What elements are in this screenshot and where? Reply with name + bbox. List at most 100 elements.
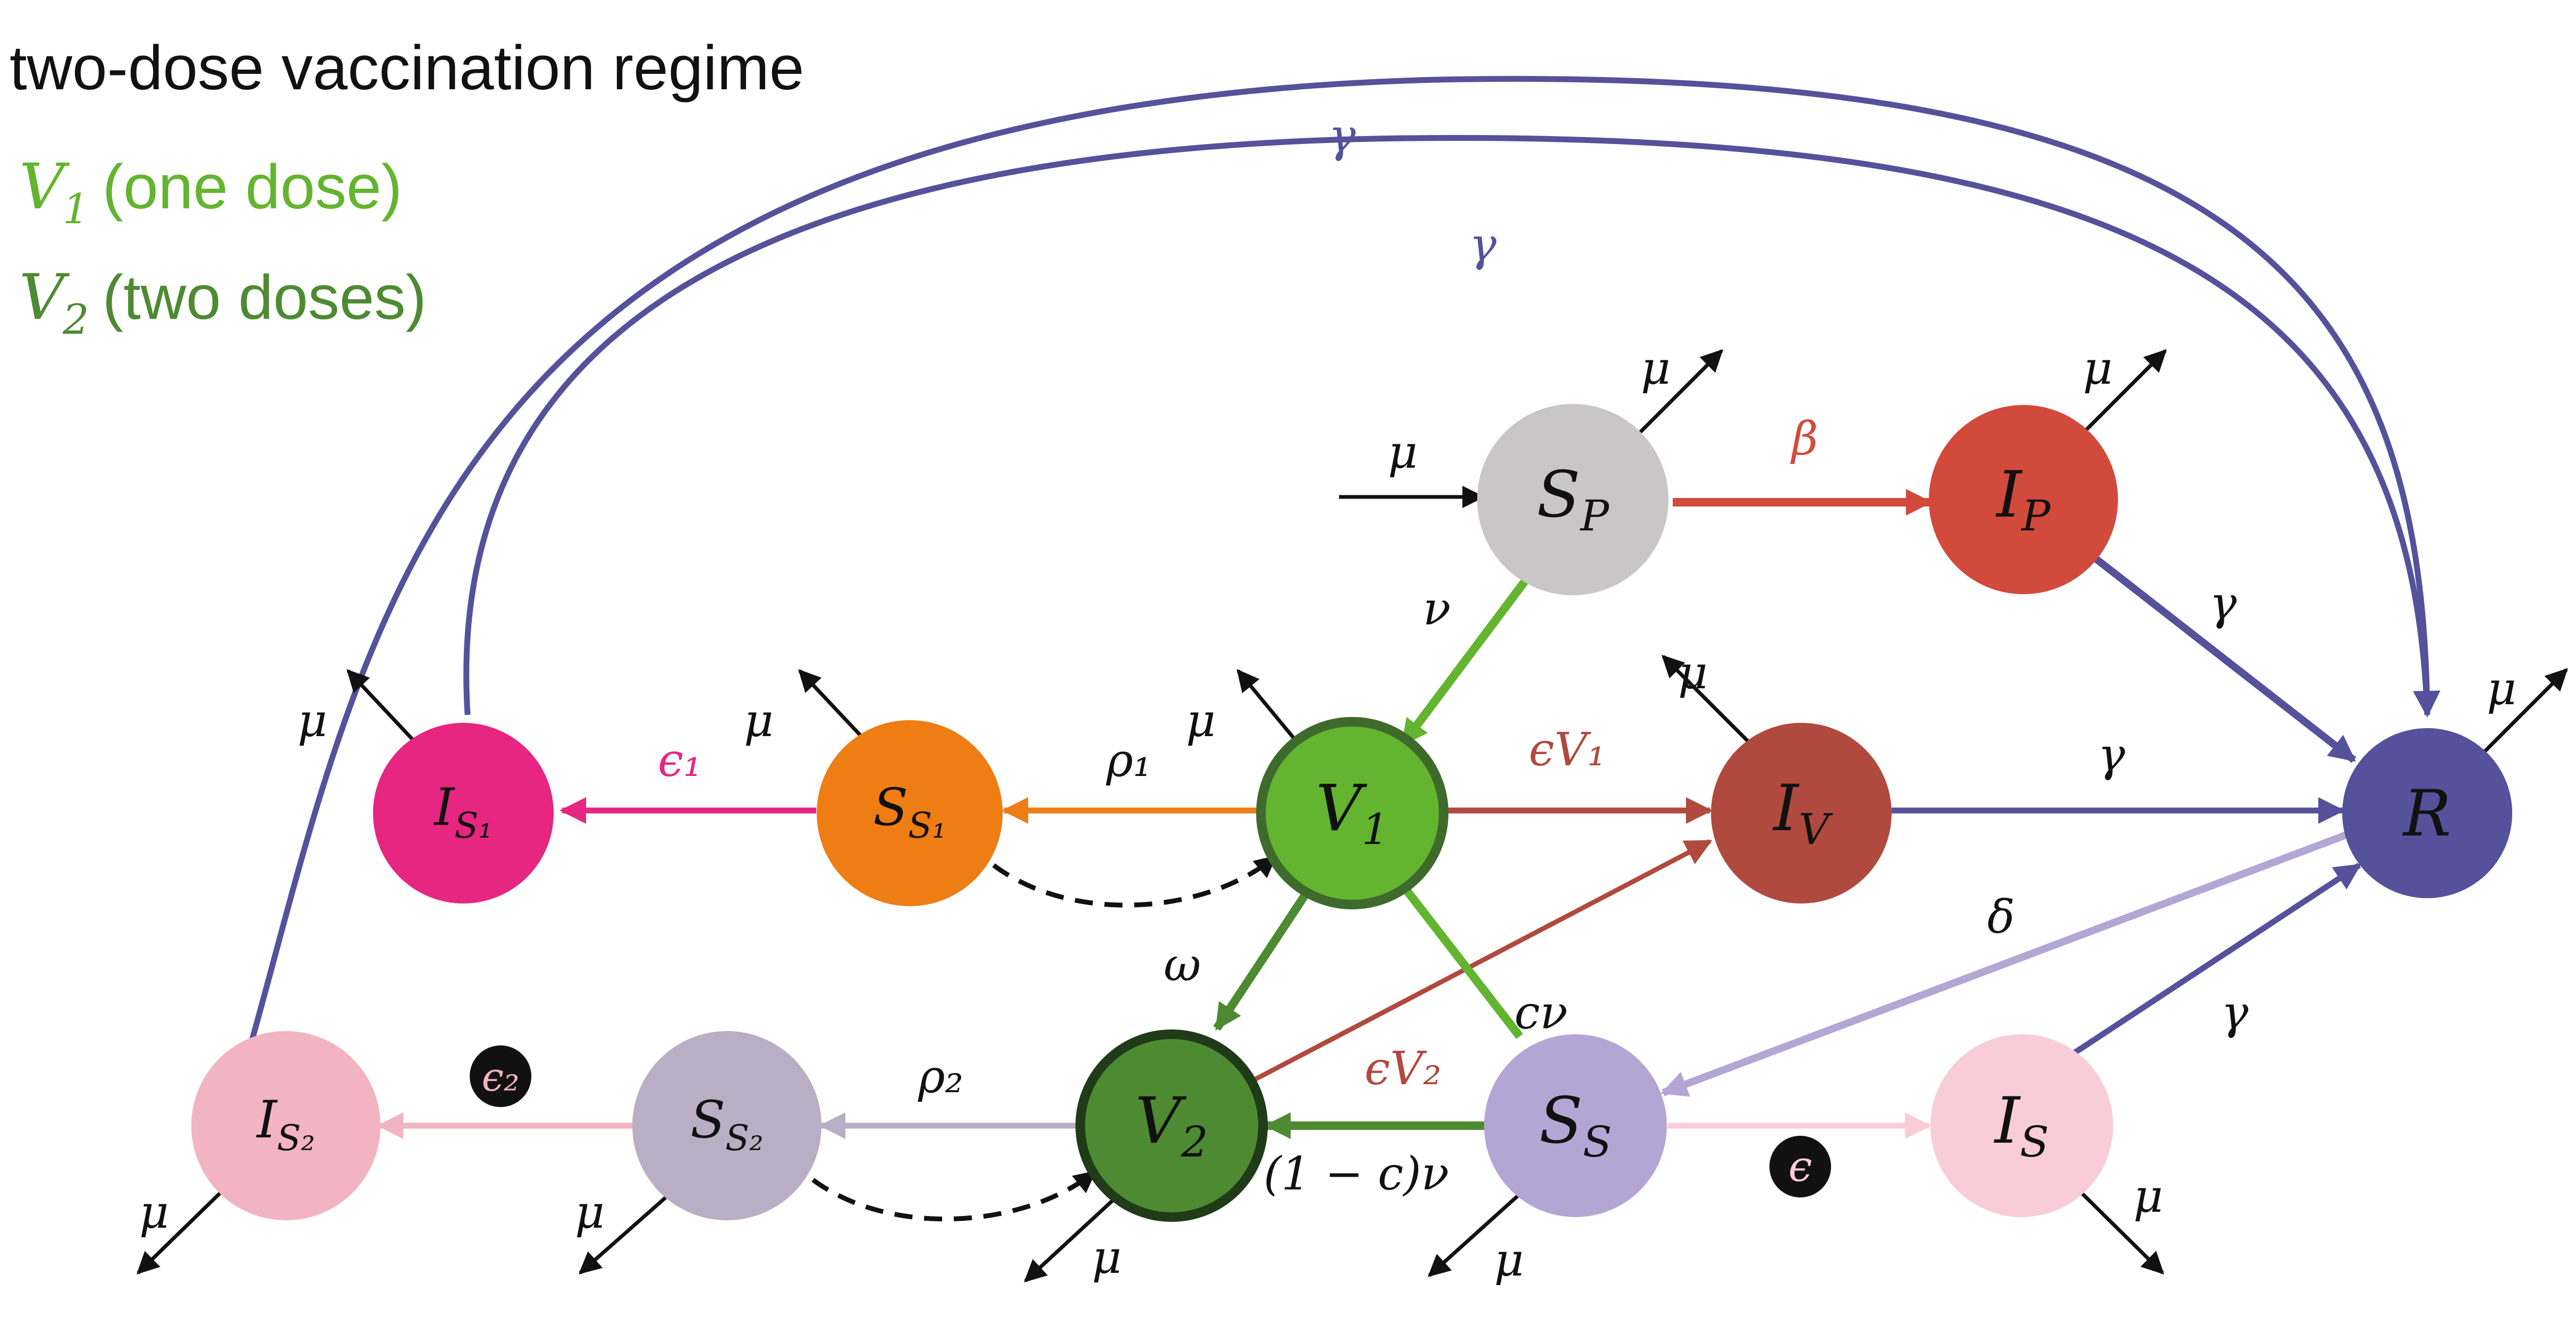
svg-text:V2: V2 <box>1135 1084 1208 1167</box>
badge-eps: ϵ <box>1769 1136 1831 1197</box>
rate-gamma-iv: γ <box>2098 729 2125 782</box>
death-arrow-ss <box>1427 1192 1522 1277</box>
arrow-r-to-ss <box>1660 831 2349 1097</box>
node-is: IS <box>1930 1034 2113 1217</box>
rate-mu-r: μ <box>2487 662 2516 715</box>
svg-text:V1: V1 <box>1316 772 1389 854</box>
arc-is1-to-r <box>463 135 2440 717</box>
rate-mu-sp: μ <box>1641 342 1671 395</box>
rate-rho1: ρ₁ <box>1106 734 1151 787</box>
rate-gamma-is: γ <box>2221 986 2249 1040</box>
badge-eps2-label: ϵ₂ <box>481 1054 519 1100</box>
rate-eps-v2: ϵV₂ <box>1365 1042 1442 1095</box>
node-r-label: R <box>2402 777 2451 851</box>
svg-text:IS: IS <box>1994 1084 2049 1167</box>
node-ss-main: S <box>1539 1084 1582 1158</box>
diagram-title: two-dose vaccination regime <box>10 33 804 103</box>
death-arrow-is1 <box>346 669 416 743</box>
node-sp-sub: P <box>1579 491 1609 541</box>
node-iv-sub: V <box>1799 805 1833 854</box>
rate-mu-v1: μ <box>1186 694 1216 747</box>
rate-beta: β <box>1790 412 1818 466</box>
svg-text:SS₂: SS₂ <box>690 1090 763 1159</box>
badge-eps-label: ϵ <box>1789 1142 1812 1191</box>
node-ip-sub: P <box>2021 491 2051 541</box>
rate-delta: δ <box>1987 891 2015 944</box>
node-ss1: SS₁ <box>817 720 1003 906</box>
node-is2-main: I <box>256 1090 278 1150</box>
node-sp: SP <box>1477 404 1668 595</box>
rate-mu-v2: μ <box>1092 1231 1122 1284</box>
arrow-is-to-r <box>2049 863 2362 1071</box>
legend-v2-symbol: V <box>19 260 70 334</box>
arrow-ip-to-r <box>2086 550 2357 763</box>
death-arrow-is <box>2080 1192 2164 1274</box>
rate-mu-ss2: μ <box>575 1186 605 1239</box>
rate-nu: ν <box>1423 582 1451 636</box>
rate-mu-ss: μ <box>1494 1234 1524 1287</box>
badge-eps2: ϵ₂ <box>470 1045 531 1107</box>
node-iv-main: I <box>1772 772 1800 846</box>
rate-one-minus-c-nu: (1 − c)ν <box>1264 1147 1449 1201</box>
rate-mu-birth: μ <box>1388 426 1418 479</box>
arrow-v2-to-iv <box>1251 839 1713 1083</box>
rate-mu-ip: μ <box>2083 342 2113 395</box>
svg-text:SP: SP <box>1537 458 1609 541</box>
arrow-ss1-to-v1-dashed <box>992 855 1277 908</box>
rate-gamma-ip: γ <box>2209 577 2237 630</box>
death-arrow-ss1 <box>798 669 868 743</box>
arrow-ss2-to-v2-dashed <box>811 1170 1097 1222</box>
node-ss1-main: S <box>873 778 908 837</box>
node-ss: SS <box>1484 1034 1667 1217</box>
rate-eps-v1: ϵV₁ <box>1529 723 1606 776</box>
node-v2-sub: 2 <box>1181 1117 1208 1167</box>
svg-text:SS₁: SS₁ <box>873 778 946 846</box>
death-arrow-is2 <box>136 1192 222 1274</box>
death-arrow-v2 <box>1023 1197 1116 1282</box>
rate-c-nu: cν <box>1514 986 1567 1040</box>
svg-text:IV: IV <box>1772 772 1833 854</box>
rate-gamma-inner-arc: γ <box>1469 218 1497 272</box>
node-ip-main: I <box>1995 458 2023 532</box>
arrow-ss-to-v1 <box>1388 869 1523 1039</box>
node-is2: IS₂ <box>191 1031 380 1220</box>
death-arrow-ip <box>2079 349 2167 437</box>
arrow-v1-to-v2 <box>1213 888 1312 1031</box>
legend-v1-subscript: 1 <box>63 185 89 233</box>
death-arrow-iv <box>1662 655 1750 743</box>
node-v1-main: V <box>1316 772 1367 846</box>
node-ss2-main: S <box>690 1090 725 1150</box>
rate-mu-iv: μ <box>1678 646 1708 699</box>
node-iv: IV <box>1711 723 1892 904</box>
node-ss-sub: S <box>1583 1117 1612 1167</box>
death-arrow-v1 <box>1236 669 1298 743</box>
node-v2-main: V <box>1135 1084 1187 1158</box>
rate-mu-is: μ <box>2133 1170 2163 1223</box>
node-ss2: SS₂ <box>632 1031 821 1220</box>
node-ss1-sub: S₁ <box>908 805 946 846</box>
node-v1: V1 <box>1256 717 1448 909</box>
node-is-sub: S <box>2020 1117 2049 1167</box>
legend-v1-symbol: V <box>19 150 70 223</box>
legend-v2-label: (two doses) <box>85 263 427 333</box>
legend-v2: V 2 (two doses) <box>19 260 427 344</box>
death-arrow-ss2 <box>578 1192 672 1274</box>
rate-eps1: ϵ₁ <box>658 734 702 787</box>
legend-v2-subscript: 2 <box>62 296 89 344</box>
node-is2-sub: S₂ <box>277 1118 315 1159</box>
svg-text:SS: SS <box>1539 1084 1612 1167</box>
node-v1-sub: 1 <box>1362 805 1389 854</box>
death-arrows <box>136 349 2568 1282</box>
legend-v1-label: (one dose) <box>85 152 402 222</box>
node-is1-sub: S₁ <box>454 805 493 846</box>
svg-text:IS₁: IS₁ <box>433 778 493 846</box>
rate-mu-ss1: μ <box>744 694 774 747</box>
node-r: R <box>2342 728 2512 898</box>
rate-omega: ω <box>1164 939 1201 992</box>
node-is1: IS₁ <box>373 723 554 904</box>
arrow-sp-to-v1 <box>1399 571 1534 747</box>
node-is-main: I <box>1994 1084 2021 1158</box>
rate-gamma-outer-arc: γ <box>1328 109 1356 163</box>
svg-text:IP: IP <box>1995 458 2050 541</box>
svg-text:IS₂: IS₂ <box>256 1090 315 1159</box>
